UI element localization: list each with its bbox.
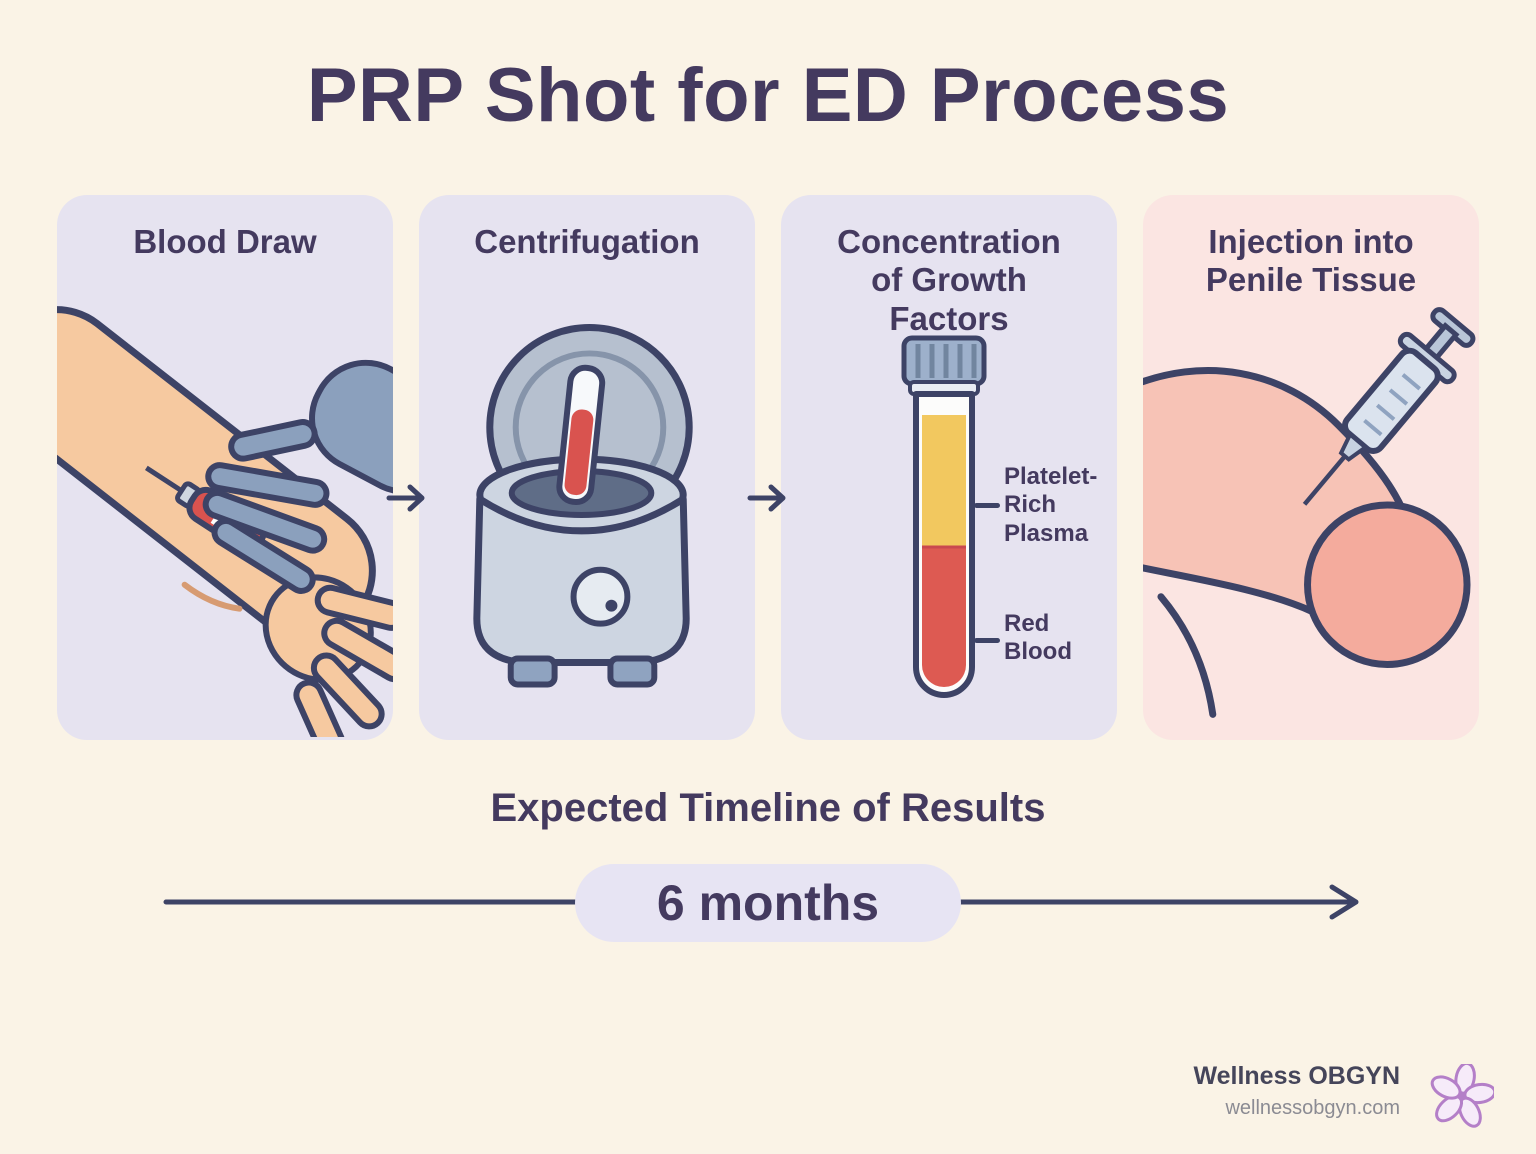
flower-logo-icon xyxy=(1430,1064,1494,1128)
page-title: PRP Shot for ED Process xyxy=(306,53,1230,138)
redblood-layer-label: Red Blood xyxy=(1004,610,1072,666)
brand-name: Wellness OBGYN xyxy=(1193,1062,1400,1090)
separated-tube-illustration xyxy=(901,335,987,698)
centrifuge-illustration xyxy=(473,324,693,688)
brand-website: wellnessobgyn.com xyxy=(1225,1097,1400,1119)
plasma-layer-label: Platelet-Rich Plasma xyxy=(1004,463,1098,547)
step-card-blood-draw: Blood Draw xyxy=(57,195,393,740)
process-steps-row: Blood Draw xyxy=(57,195,1479,740)
timeline-heading: Expected Timeline of Results xyxy=(490,786,1046,830)
injection-illustration xyxy=(1143,307,1476,718)
syringe-icon xyxy=(1302,307,1476,506)
plasma-pointer-line xyxy=(974,503,1000,508)
timeline-duration-badge: 6 months xyxy=(575,864,961,942)
footer-brand-block: Wellness OBGYN wellnessobgyn.com xyxy=(1193,1062,1400,1120)
timeline-duration-label: 6 months xyxy=(656,875,880,931)
blood-draw-illustration xyxy=(57,306,393,737)
step-arrow-icon xyxy=(386,484,425,512)
step-card-concentration: Concentration of Growth Factors xyxy=(781,195,1117,740)
step-title-centrifugation: Centrifugation xyxy=(474,223,700,260)
step-title-blood-draw: Blood Draw xyxy=(133,223,317,260)
step-card-injection: Injection into Penile Tissue xyxy=(1143,195,1479,740)
tube-in-centrifuge-icon xyxy=(556,364,606,506)
redblood-pointer-line xyxy=(974,638,1000,643)
step-card-centrifugation: Centrifugation xyxy=(419,195,755,740)
step-title-injection: Injection into Penile Tissue xyxy=(1205,223,1417,299)
step-arrow-icon xyxy=(747,484,786,512)
gloved-hand-icon xyxy=(202,359,393,594)
step-title-concentration: Concentration of Growth Factors xyxy=(837,223,1061,337)
